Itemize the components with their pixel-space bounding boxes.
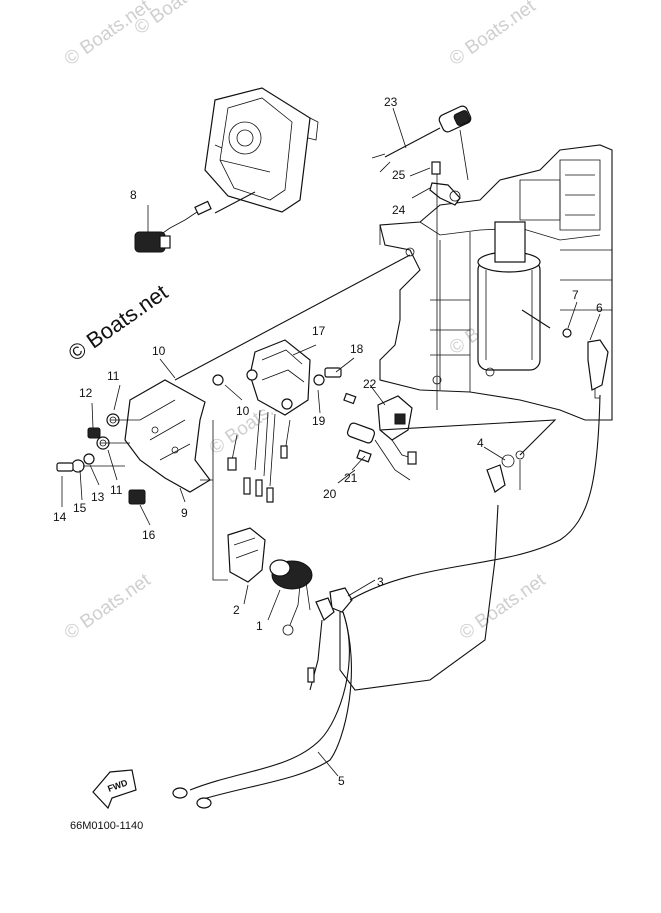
cover-housing [204, 87, 319, 213]
parts-18-19 [212, 367, 342, 386]
part-label-13: 13 [91, 490, 105, 504]
part-9-bracket [124, 379, 211, 505]
watermark-bottom-left: © Boats.net [61, 569, 155, 644]
part-label-19: 19 [312, 414, 326, 428]
parts-1-2 [227, 527, 313, 636]
watermark-bottom-right: © Boats.net [456, 569, 550, 644]
cable-harness [172, 394, 601, 809]
part-label-10a: 10 [152, 344, 166, 358]
guide-lines [200, 420, 228, 581]
part-label-16: 16 [142, 528, 156, 542]
part-label-7: 7 [572, 288, 579, 302]
parts-20-21 [343, 392, 411, 481]
part-label-11a: 11 [107, 369, 120, 383]
part-label-6: 6 [596, 301, 603, 315]
part-label-18: 18 [350, 342, 364, 356]
part-8-sensor [134, 191, 256, 253]
part-label-4: 4 [477, 436, 484, 450]
part-label-21: 21 [344, 471, 358, 485]
diagram-code: 66M0100-1140 [70, 820, 143, 832]
engine-block [379, 144, 613, 421]
part-label-22: 22 [363, 377, 377, 391]
part-label-15: 15 [73, 501, 87, 515]
parts-6-7 [521, 309, 609, 399]
part-label-11b: 11 [110, 483, 123, 497]
fasteners [56, 413, 140, 473]
ground-wire-10 [174, 254, 411, 381]
part-label-2: 2 [233, 603, 240, 617]
part-label-10b: 10 [236, 404, 250, 418]
fwd-arrow-icon: FWD [92, 769, 137, 810]
leader-lines [61, 107, 601, 777]
part-label-17: 17 [312, 324, 326, 338]
part-17-rectifier [227, 339, 311, 503]
part-label-14: 14 [53, 510, 67, 524]
watermark-top-right: © Boats.net [446, 0, 540, 70]
part-label-24: 24 [392, 203, 406, 217]
part-label-8: 8 [130, 188, 137, 202]
part-label-3: 3 [377, 575, 384, 589]
part-label-5: 5 [338, 774, 345, 788]
part-24-bracket [429, 161, 461, 410]
part-23-lead [371, 105, 472, 181]
part-label-1: 1 [256, 619, 263, 633]
part-label-25: 25 [392, 168, 406, 182]
part-label-20: 20 [323, 487, 337, 501]
part-label-23: 23 [384, 95, 398, 109]
part-label-9: 9 [181, 506, 188, 520]
part-label-12: 12 [79, 386, 93, 400]
